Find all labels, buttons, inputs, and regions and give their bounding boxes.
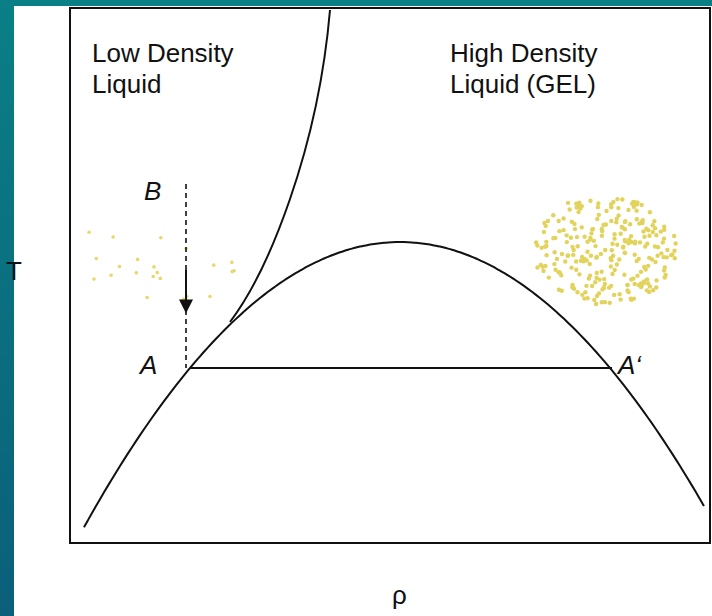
axis-label: ρ xyxy=(392,580,407,611)
point-label: B xyxy=(144,176,161,207)
tie-line xyxy=(190,367,612,369)
phase-label: Low Density Liquid xyxy=(92,38,252,100)
axis-label: T xyxy=(6,256,22,287)
boundary-curve xyxy=(230,10,330,322)
cooling-path xyxy=(185,184,187,368)
plot-frame xyxy=(70,8,710,543)
point-label: A‘ xyxy=(618,350,641,381)
phase-label: High Density Liquid (GEL) xyxy=(450,38,650,100)
point-label: A xyxy=(140,350,157,381)
cooling-arrow xyxy=(185,270,187,312)
particle-dots xyxy=(87,197,678,306)
coexistence-curve xyxy=(84,242,704,527)
